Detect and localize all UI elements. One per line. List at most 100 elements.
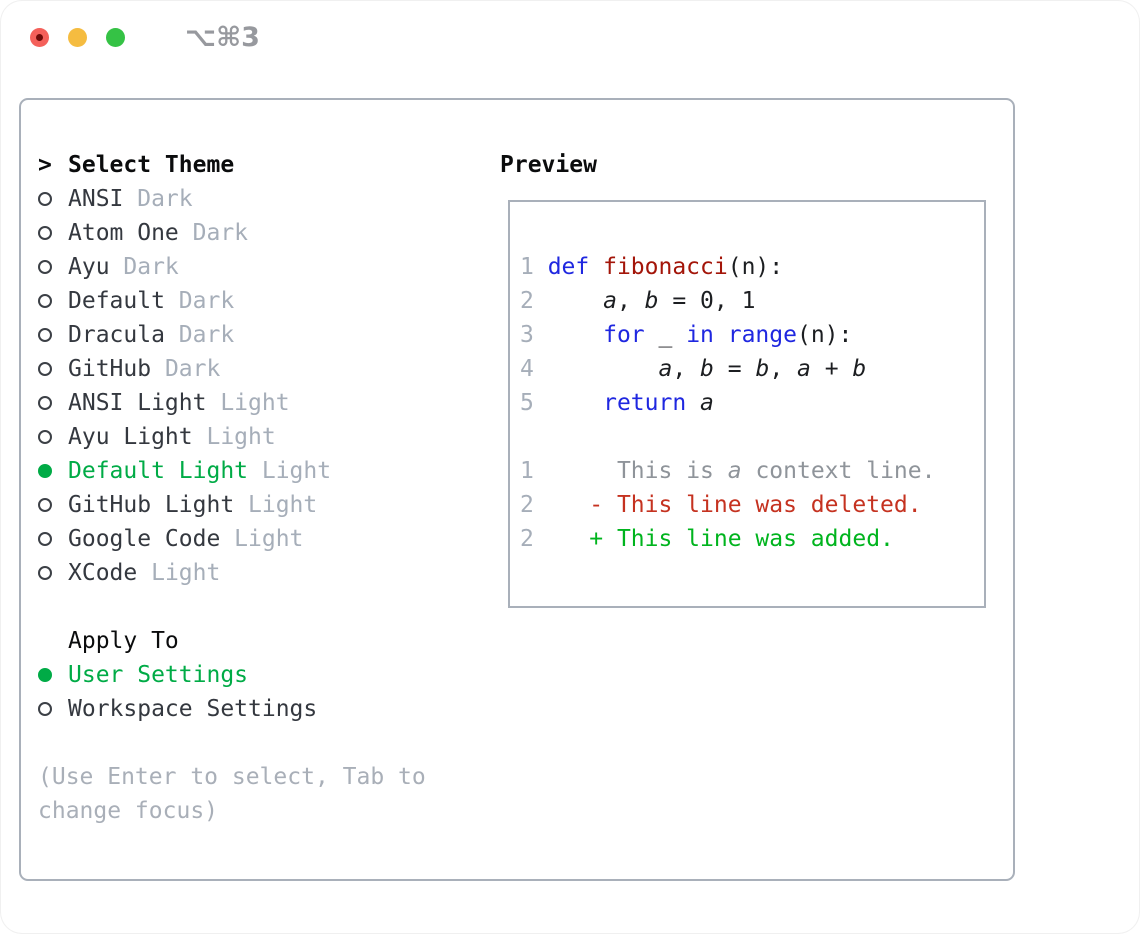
radio-circle — [38, 396, 52, 410]
help-line: (Use Enter to select, Tab to — [38, 764, 426, 790]
code-token: , — [769, 356, 798, 382]
code-token: = 0, 1 — [658, 288, 756, 314]
theme-option[interactable]: Dracula Dark — [38, 318, 426, 352]
code-token: a — [727, 458, 742, 484]
theme-variant: Light — [234, 526, 304, 552]
code-token — [548, 492, 590, 518]
theme-name: Atom One — [68, 220, 179, 246]
code-line: 2 - This line was deleted. — [520, 488, 984, 522]
theme-option[interactable]: Google Code Light — [38, 522, 426, 556]
code-token — [548, 356, 659, 382]
radio-circle — [38, 668, 52, 682]
radio-circle — [38, 702, 52, 716]
code-token: for — [603, 322, 659, 348]
code-token: return — [603, 390, 701, 416]
apply-option[interactable]: User Settings — [38, 658, 426, 692]
code-token: b — [700, 356, 714, 382]
theme-variant: Dark — [123, 254, 179, 280]
radio-circle — [38, 362, 52, 376]
theme-name: XCode — [68, 560, 138, 586]
theme-option[interactable]: XCode Light — [38, 556, 426, 590]
close-button[interactable] — [30, 28, 49, 47]
theme-option[interactable]: GitHub Light Light — [38, 488, 426, 522]
theme-variant: Dark — [164, 356, 221, 382]
theme-name: GitHub Light — [68, 492, 235, 518]
radio-icon — [38, 226, 68, 240]
code-token: This is — [616, 458, 728, 484]
radio-circle — [38, 498, 52, 512]
theme-variant: Dark — [178, 322, 235, 348]
code-line: 5 return a — [520, 386, 984, 420]
code-token: + — [810, 356, 853, 382]
apply-option[interactable]: Workspace Settings — [38, 692, 426, 726]
theme-name: Dracula — [68, 322, 165, 348]
radio-circle — [38, 192, 52, 206]
theme-variant: Dark — [137, 186, 193, 212]
theme-option[interactable]: ANSI Dark — [38, 182, 426, 216]
window-shortcut-label: ⌥⌘3 — [185, 22, 260, 53]
select-theme-header: > Select Theme — [38, 148, 426, 182]
code-token: a — [658, 356, 673, 382]
code-token: = — [713, 356, 756, 382]
code-token: b — [852, 356, 867, 382]
theme-name: Ayu Light — [68, 424, 193, 450]
maximize-button[interactable] — [106, 28, 125, 47]
radio-icon — [38, 498, 68, 512]
radio-icon — [38, 192, 68, 206]
code-line: 2 a, b = 0, 1 — [520, 284, 984, 318]
radio-circle — [38, 464, 52, 478]
theme-name: Ayu — [68, 254, 110, 280]
radio-circle — [38, 430, 52, 444]
minimize-button[interactable] — [68, 28, 87, 47]
code-line: 2 + This line was added. — [520, 522, 984, 556]
code-token: , — [616, 288, 645, 314]
radio-icon — [38, 430, 68, 444]
radio-circle — [38, 566, 52, 580]
code-token: - This line was deleted. — [589, 492, 922, 518]
theme-variant: Light — [151, 560, 221, 586]
code-token: 1 — [520, 458, 548, 484]
code-token: , — [672, 356, 701, 382]
preview-title: Preview — [500, 152, 597, 178]
theme-variant: Light — [220, 390, 290, 416]
code-token — [548, 390, 603, 416]
theme-variant: Light — [206, 424, 276, 450]
radio-icon — [38, 260, 68, 274]
code-token: 2 — [520, 288, 548, 314]
code-token: b — [755, 356, 770, 382]
theme-option[interactable]: Ayu Light Light — [38, 420, 426, 454]
code-token — [548, 526, 590, 552]
theme-variant: Light — [248, 492, 318, 518]
apply-option-label: User Settings — [68, 662, 249, 688]
code-token: a — [700, 390, 714, 416]
code-token: a — [797, 356, 811, 382]
code-token — [548, 288, 603, 314]
theme-name: ANSI — [68, 186, 124, 212]
radio-icon — [38, 396, 68, 410]
code-token: a — [603, 288, 617, 314]
spacer — [38, 726, 426, 760]
theme-option[interactable]: Ayu Dark — [38, 250, 426, 284]
theme-variant: Light — [261, 458, 332, 484]
radio-circle — [38, 328, 52, 342]
code-token: 4 — [520, 356, 548, 382]
apply-to-title: Apply To — [68, 628, 179, 654]
radio-icon — [38, 328, 68, 342]
radio-icon — [38, 702, 68, 716]
code-token: context line. — [741, 458, 936, 484]
theme-option[interactable]: Default Light Light — [38, 454, 426, 488]
theme-name: Google Code — [68, 526, 221, 552]
radio-icon — [38, 294, 68, 308]
code-token — [548, 322, 603, 348]
code-token — [548, 458, 617, 484]
theme-name: Default Light — [68, 458, 249, 484]
